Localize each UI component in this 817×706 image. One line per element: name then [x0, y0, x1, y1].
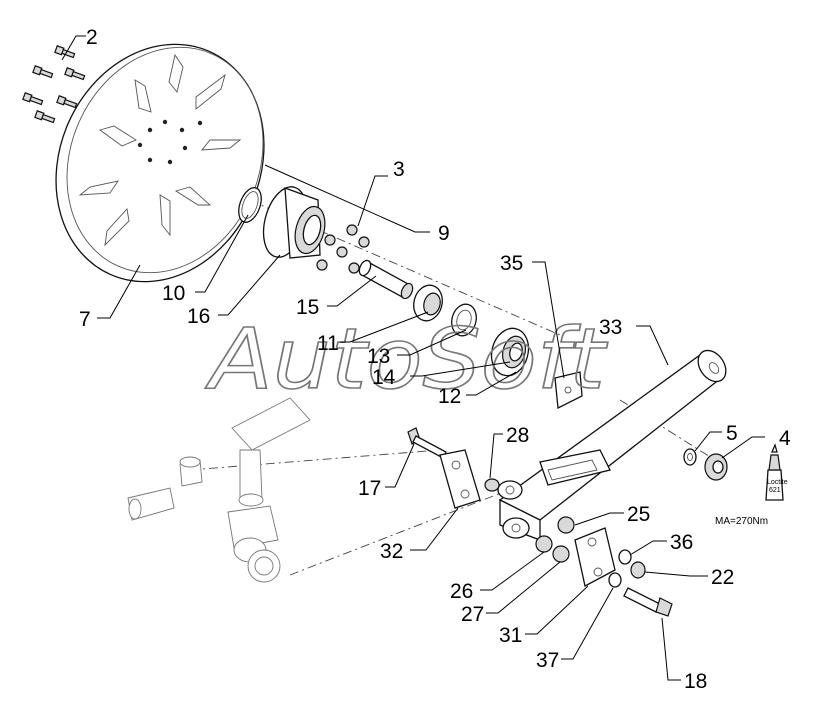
callout-11: 11	[317, 332, 339, 355]
pin-28	[484, 478, 500, 492]
callout-13: 13	[367, 345, 390, 368]
callout-35: 35	[500, 252, 523, 275]
callout-31: 31	[499, 624, 522, 647]
nut-22	[630, 561, 646, 579]
washer-37	[608, 572, 622, 588]
nut-4	[704, 453, 728, 481]
plate-32	[439, 449, 481, 509]
callout-26: 26	[450, 580, 473, 603]
callout-3: 3	[393, 158, 405, 181]
loctite-label-line1: Loctite	[767, 479, 788, 486]
hub	[262, 186, 326, 259]
callout-27: 27	[461, 603, 484, 626]
watermark: AutoSoft	[205, 310, 609, 408]
callout-4: 4	[779, 427, 791, 450]
callout-5: 5	[726, 422, 738, 445]
wheel-disc	[55, 43, 265, 283]
washer-36	[618, 549, 632, 565]
bushing-26	[535, 535, 553, 553]
hub-nuts	[316, 224, 370, 274]
bushing-27	[552, 545, 570, 563]
frame-bracket-outline	[127, 397, 311, 583]
callout-16: 16	[187, 305, 210, 328]
washer-5	[683, 448, 697, 466]
callout-25: 25	[627, 503, 650, 526]
clip-plate	[554, 371, 583, 410]
callout-9: 9	[438, 222, 450, 245]
torque-note: MA=270Nm	[715, 516, 768, 527]
callout-18: 18	[684, 670, 707, 693]
bolt-17	[407, 427, 447, 459]
callout-33: 33	[599, 316, 622, 339]
bolt-18	[623, 587, 673, 617]
callout-12: 12	[438, 385, 461, 408]
loctite-bottle: Loctite 621	[765, 443, 788, 501]
callout-28: 28	[506, 424, 529, 447]
callout-17: 17	[358, 477, 381, 500]
wheel-bolts	[22, 45, 86, 124]
loctite-label-line2: 621	[769, 487, 781, 494]
callout-10: 10	[162, 282, 185, 305]
callout-numbers: 2 3 4 5 7 9 10 11 12 13 14 15 16 17 18 2…	[79, 26, 791, 693]
callout-2: 2	[86, 26, 98, 49]
callout-15: 15	[296, 296, 319, 319]
callout-22: 22	[711, 566, 734, 589]
support-arm	[497, 349, 727, 541]
callout-37: 37	[536, 649, 559, 672]
plate-31	[574, 527, 616, 587]
callout-36: 36	[670, 531, 693, 554]
stub-shaft	[358, 259, 414, 300]
spacer-13	[451, 303, 477, 337]
leader-lines	[61, 35, 765, 681]
bushing-25	[557, 516, 575, 534]
callout-14: 14	[372, 366, 396, 389]
callout-7: 7	[79, 308, 91, 331]
callout-32: 32	[380, 540, 403, 563]
bearing-11	[413, 284, 443, 322]
